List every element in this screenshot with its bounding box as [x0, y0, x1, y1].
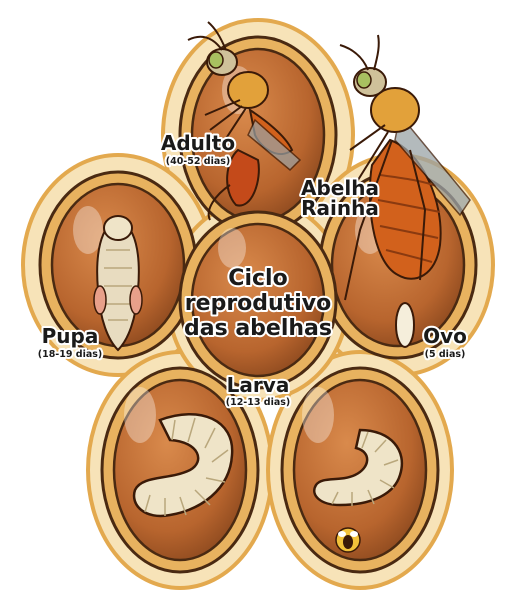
stage-pupa-duration: (18-19 dias): [38, 349, 103, 360]
egg-icon: [396, 303, 414, 347]
title-line-1: Ciclo: [228, 266, 287, 291]
stage-ovo-label: Ovo: [423, 324, 467, 348]
stage-ovo-duration: (5 dias): [425, 349, 466, 360]
bee-logo-icon: [336, 528, 360, 552]
stage-adulto-duration: (40-52 dias): [166, 156, 231, 167]
title-line-2: reprodutivo: [185, 291, 331, 316]
stage-rainha-line-2: Rainha: [301, 196, 379, 220]
stage-pupa-label: Pupa: [42, 324, 99, 348]
title-line-3: das abelhas: [184, 316, 332, 341]
stage-larva-label: Larva: [227, 373, 290, 397]
stage-larva-duration: (12-13 dias): [226, 397, 291, 408]
stage-adulto-label: Adulto: [161, 131, 235, 155]
